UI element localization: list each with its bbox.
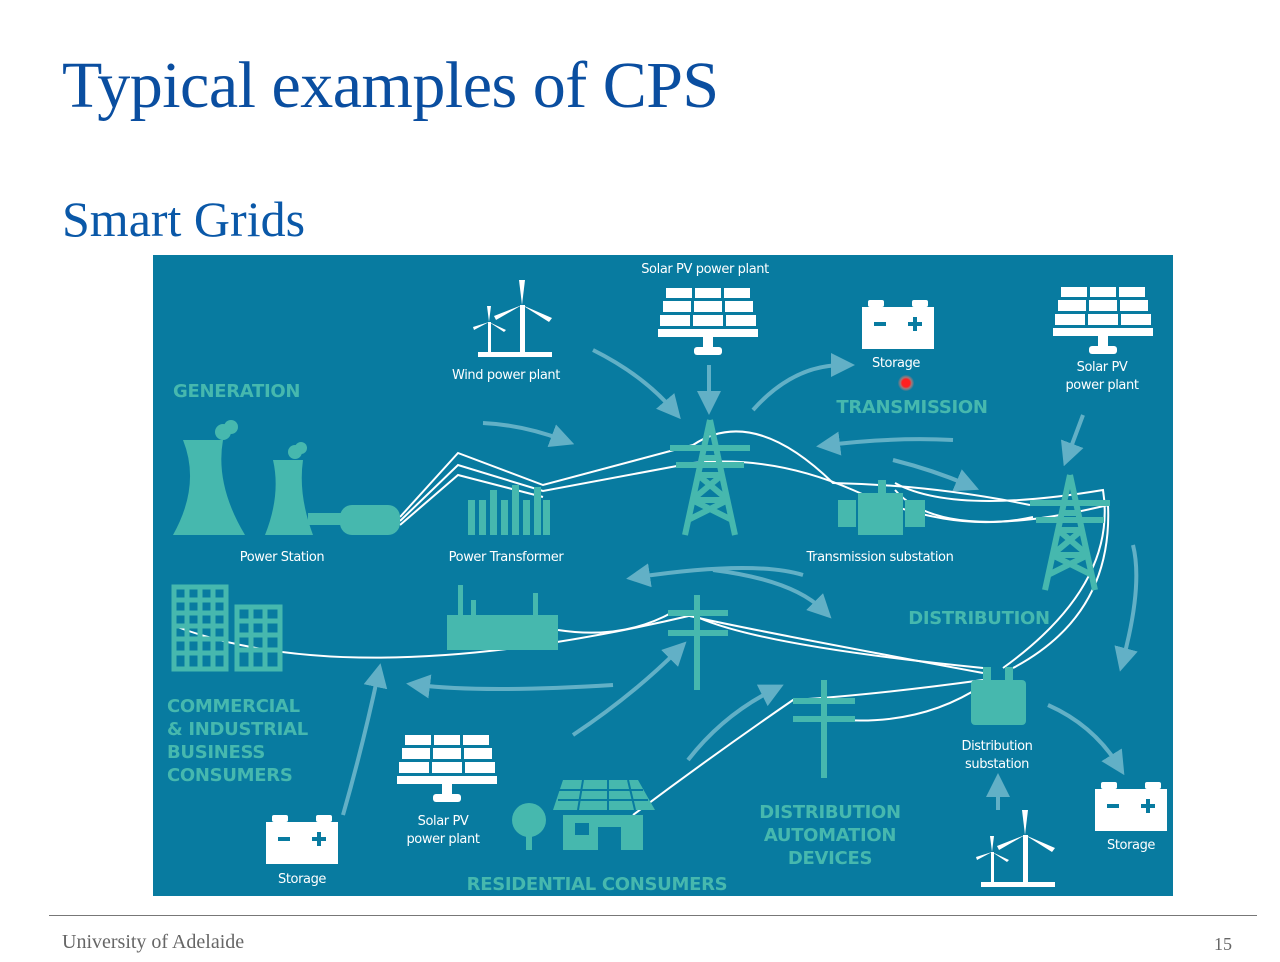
solar-pv-label: Solar PV power plant xyxy=(641,262,769,277)
generation-heading: GENERATION xyxy=(173,381,301,402)
solar-panel-icon xyxy=(397,735,497,802)
diagram-graphics xyxy=(171,280,1167,887)
transmission-substation-label: Transmission substation xyxy=(806,550,954,565)
transmission-tower-icon xyxy=(1030,475,1110,590)
heading-line: DISTRIBUTION xyxy=(759,802,901,823)
distribution-substation-icon xyxy=(971,667,1026,725)
heading-line: & INDUSTRIAL xyxy=(167,719,308,740)
power-transformer-icon xyxy=(468,485,550,535)
power-transformer-label: Power Transformer xyxy=(448,550,564,565)
heading-line: BUSINESS xyxy=(167,742,266,763)
transmission-substation-icon xyxy=(838,480,925,535)
page-number: 15 xyxy=(1214,934,1232,954)
distribution-substation-label: Distribution substation xyxy=(961,738,1032,774)
heading-line: AUTOMATION xyxy=(763,825,897,846)
wind-power-plant-icon xyxy=(976,810,1055,887)
residential-consumers-heading: RESIDENTIAL CONSUMERS xyxy=(466,874,728,895)
label-line: substation xyxy=(964,757,1030,772)
storage-bottom-right-label: Storage xyxy=(1106,838,1156,853)
storage-label: Storage xyxy=(871,356,921,371)
factory-icon xyxy=(447,585,558,650)
slide-title: Typical examples of CPS xyxy=(62,49,719,122)
slide-subtitle: Smart Grids xyxy=(62,191,306,247)
battery-storage-icon xyxy=(266,815,338,864)
label-line: Distribution xyxy=(961,739,1033,754)
heading-line: DEVICES xyxy=(787,848,873,869)
solar-pv-bottom-label: Solar PV power plant xyxy=(406,813,479,849)
flow-arrows xyxy=(341,348,1139,816)
distribution-heading: DISTRIBUTION xyxy=(908,608,1050,629)
wind-power-label: Wind power plant xyxy=(452,368,560,383)
wind-power-plant-icon xyxy=(473,280,552,357)
power-station-label: Power Station xyxy=(239,550,325,565)
footer-divider xyxy=(49,915,1257,916)
office-buildings-icon xyxy=(171,584,283,672)
heading-line: CONSUMERS xyxy=(167,765,293,786)
label-line: Solar PV xyxy=(1076,360,1128,375)
label-line: power plant xyxy=(1065,378,1139,393)
automation-devices-heading: DISTRIBUTION AUTOMATION DEVICES xyxy=(759,801,901,870)
solar-pv-right-label: Solar PV power plant xyxy=(1065,359,1138,395)
label-line: power plant xyxy=(406,832,480,847)
transmission-heading: TRANSMISSION xyxy=(836,397,988,418)
heading-line: COMMERCIAL xyxy=(167,696,300,717)
solar-panel-icon xyxy=(1053,287,1153,354)
battery-storage-icon xyxy=(862,300,934,349)
smart-grid-diagram: Solar PV power plant Wind power plant St… xyxy=(153,255,1173,896)
pointer-cursor-icon xyxy=(898,375,914,391)
utility-pole-icon xyxy=(668,595,855,778)
storage-bottom-left-label: Storage xyxy=(277,872,327,887)
label-line: Solar PV xyxy=(417,814,469,829)
solar-panel-icon xyxy=(658,288,758,355)
footer-institution: University of Adelaide xyxy=(62,931,245,953)
house-with-solar-icon xyxy=(512,779,655,850)
commercial-consumers-heading: COMMERCIAL & INDUSTRIAL BUSINESS CONSUME… xyxy=(167,695,308,787)
power-station-icon xyxy=(173,420,400,535)
battery-storage-icon xyxy=(1095,782,1167,831)
